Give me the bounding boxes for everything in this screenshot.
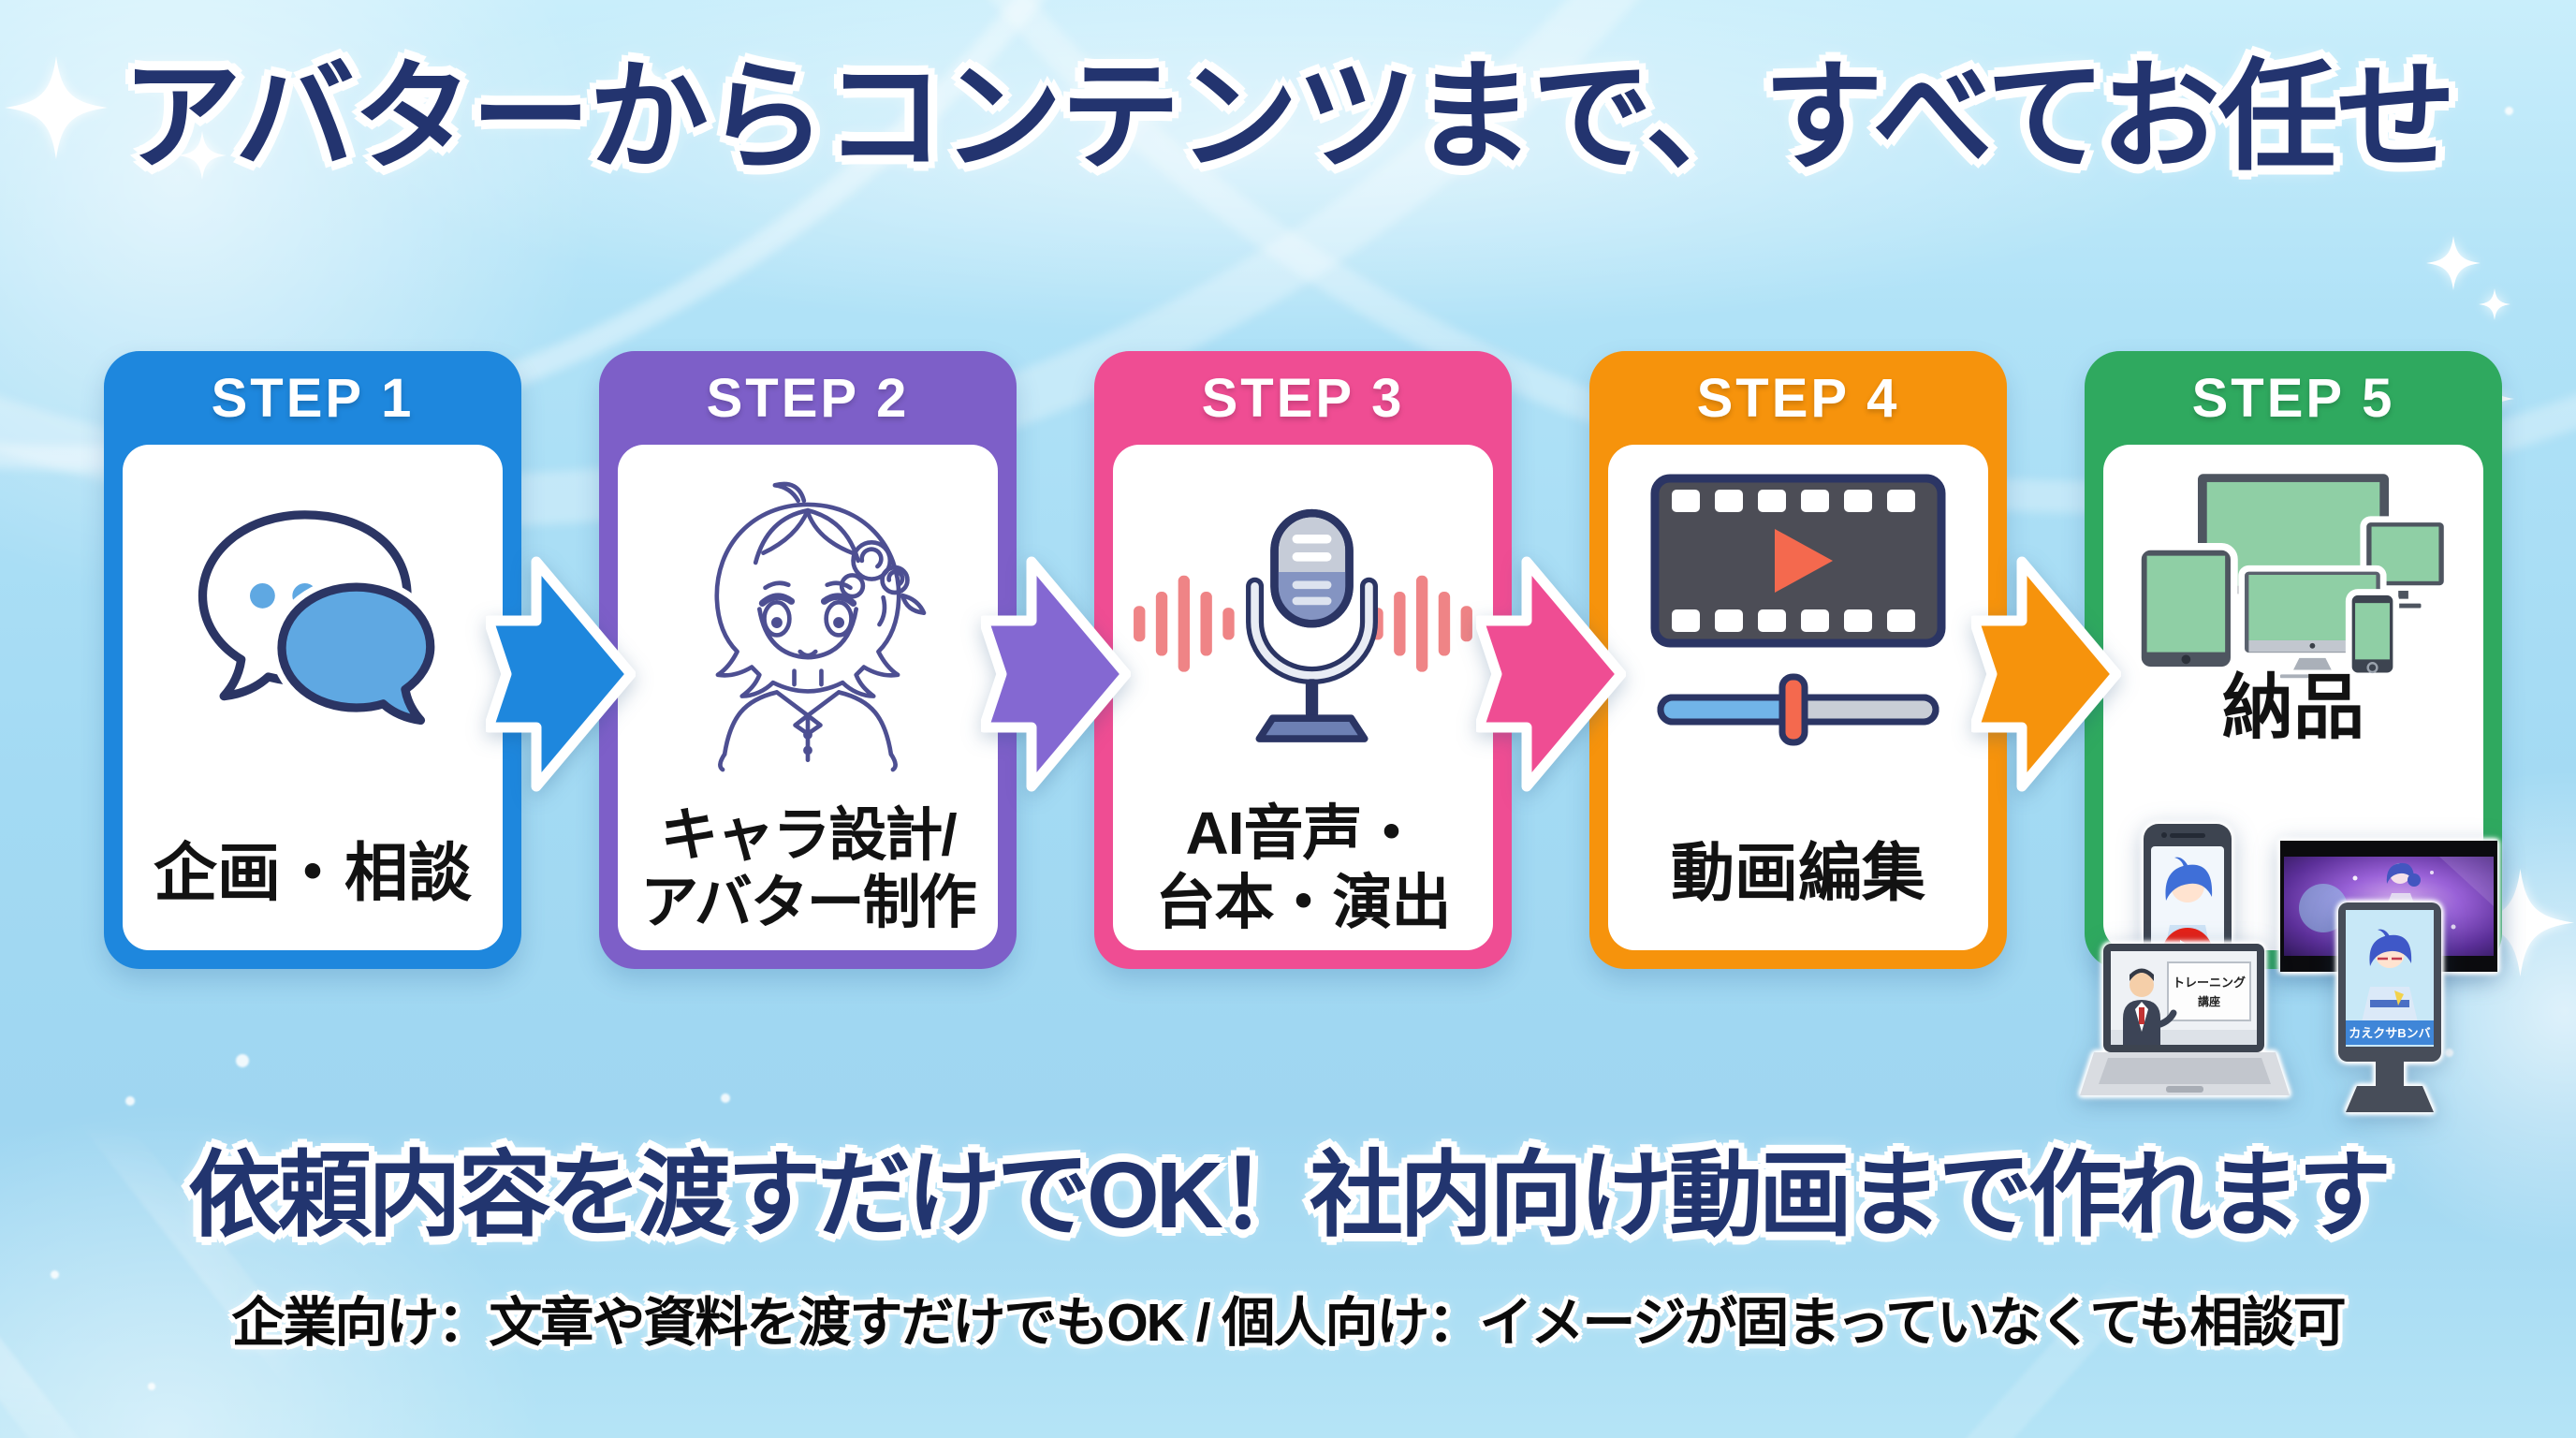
- step-4-badge: STEP 4: [1696, 367, 1900, 429]
- step-4-body: 動画編集: [1608, 445, 1988, 950]
- signage-banner-text: カえクサBンバ: [2349, 1026, 2430, 1040]
- page-title: アバターからコンテンツまで、すべてお任せ: [122, 51, 2456, 184]
- step-2-caption: キャラ設計/ アバター制作: [608, 802, 1007, 937]
- step-3-body: AI音声・ 台本・演出: [1113, 445, 1493, 950]
- step-2-badge: STEP 2: [706, 367, 910, 429]
- step-3-caption: AI音声・ 台本・演出: [1104, 799, 1502, 937]
- step-5-badge: STEP 5: [2191, 367, 2395, 429]
- flow-arrow-icon: [486, 556, 636, 792]
- step-1-caption-line: 企画・相談: [153, 838, 472, 910]
- bokeh-dot: [236, 1054, 249, 1067]
- step-3-badge: STEP 3: [1201, 367, 1405, 429]
- step-3-caption-line: AI音声・: [1185, 799, 1422, 867]
- sparkle-star-icon: [2479, 288, 2510, 320]
- step-2-caption-line: キャラ設計/: [660, 803, 957, 869]
- microphone-icon: [1113, 490, 1493, 767]
- step-card-4: STEP 4: [1589, 351, 2007, 969]
- step-5-caption: 納品: [2094, 668, 2493, 750]
- step-5-caption-line: 納品: [2222, 668, 2364, 748]
- step-2-caption-line: アバター制作: [640, 871, 977, 936]
- laptop-screen-line2: 講座: [2198, 994, 2220, 1008]
- flow-arrow-icon: [1476, 556, 1626, 792]
- step-1-badge: STEP 1: [211, 367, 415, 429]
- flow-arrow-icon: [1971, 556, 2121, 792]
- step-1-caption: 企画・相談: [113, 837, 512, 911]
- bokeh-dot: [721, 1093, 730, 1103]
- step-3-caption-line: 台本・演出: [1155, 868, 1452, 936]
- bokeh-dot: [51, 1270, 59, 1279]
- bokeh-dot: [125, 1096, 135, 1106]
- footer-headline: 依頼内容を渡すだけでOK！社内向け動画まで作れます: [188, 1143, 2392, 1248]
- flow-arrow-icon: [981, 556, 1131, 792]
- step-4-caption-line: 動画編集: [1670, 838, 1925, 910]
- avatar-character-icon: [618, 467, 998, 776]
- step-2-body: キャラ設計/ アバター制作: [618, 445, 998, 950]
- deliverable-training-laptop: トレーニング 講座: [2080, 944, 2290, 1110]
- step-4-caption: 動画編集: [1599, 837, 1998, 911]
- step-card-2: STEP 2: [599, 351, 1017, 969]
- deliverable-digital-signage: カえクサBンバ: [2329, 901, 2451, 1118]
- devices-icon: [2103, 465, 2483, 686]
- step-1-body: 企画・相談: [123, 445, 503, 950]
- video-player-icon: [1608, 471, 1988, 770]
- laptop-screen-line1: トレーニング: [2173, 976, 2246, 990]
- step-card-1: STEP 1 企画・相談: [104, 351, 521, 969]
- bokeh-dot: [148, 1383, 155, 1390]
- sparkle-star-icon: [2426, 236, 2481, 290]
- chat-bubbles-icon: [123, 503, 503, 726]
- step-card-3: STEP 3: [1094, 351, 1512, 969]
- footer-note: 企業向け：文章や資料を渡すだけでもOK / 個人向け：イメージが固まっていなくて…: [231, 1293, 2346, 1353]
